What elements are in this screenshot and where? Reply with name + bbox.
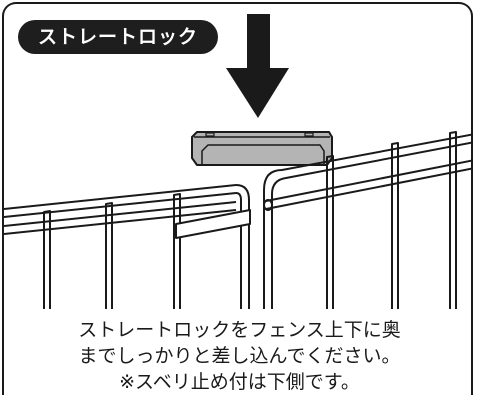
fence-illustration <box>4 14 471 309</box>
down-arrow-icon <box>226 14 289 118</box>
instruction-line-2: までしっかりと差し込んでください。 <box>78 345 401 367</box>
instruction-line-1: ストレートロックをフェンス上下に奥 <box>78 319 401 341</box>
straight-lock-part <box>191 131 333 166</box>
right-fence-panel <box>263 131 471 309</box>
instruction-line-3: ※スベリ止め付は下側です。 <box>119 371 360 393</box>
instruction-caption: ストレートロックをフェンス上下に奥 までしっかりと差し込んでください。 ※スベリ… <box>4 315 471 395</box>
left-fence-panel <box>4 184 251 309</box>
product-label-pill: ストレートロック <box>18 20 219 54</box>
